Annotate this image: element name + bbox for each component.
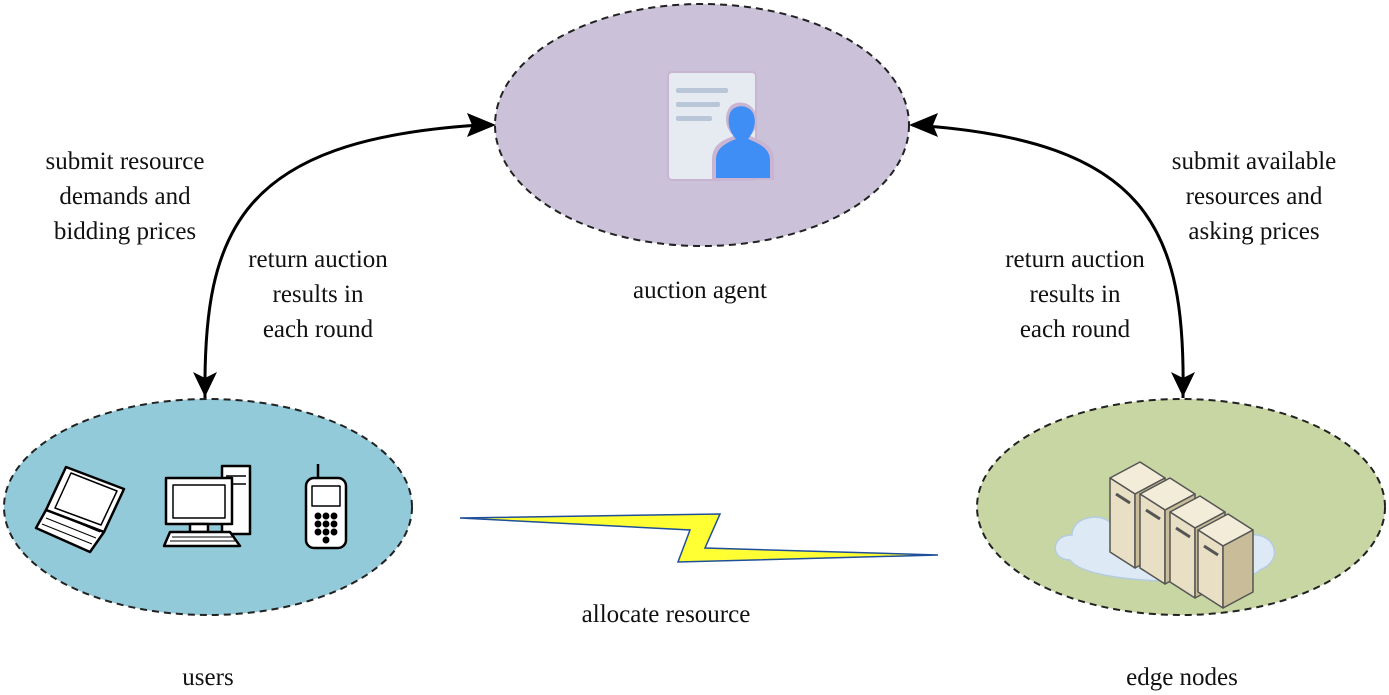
document-person-icon bbox=[667, 71, 774, 181]
return-results-right-text: return auction results in each round bbox=[1005, 246, 1145, 343]
users-agent-arrow bbox=[203, 123, 481, 399]
submit-bids-text: submit resource demands and bidding pric… bbox=[45, 148, 205, 245]
return-results-left-text: return auction results in each round bbox=[248, 246, 388, 343]
edge-agent-arrow bbox=[911, 123, 1185, 399]
submit-asks-text: submit available resources and asking pr… bbox=[1171, 148, 1337, 245]
agent-left-arrowhead bbox=[467, 113, 496, 137]
server-unit bbox=[1197, 513, 1254, 609]
server-cloud-icon bbox=[1054, 461, 1276, 609]
desktop-computer-icon bbox=[162, 464, 252, 548]
edge-arrowhead bbox=[1171, 372, 1195, 397]
lightning-bolt-icon bbox=[459, 513, 939, 563]
auction-agent-label: auction agent bbox=[633, 277, 767, 304]
users-arrowhead bbox=[193, 372, 217, 397]
edge-nodes-label: edge nodes bbox=[1126, 664, 1238, 691]
allocate-resource-label: allocate resource bbox=[581, 601, 751, 628]
agent-right-arrowhead bbox=[909, 113, 938, 137]
users-label: users bbox=[182, 664, 234, 691]
laptop-icon bbox=[34, 465, 126, 554]
mobile-phone-icon bbox=[304, 464, 348, 550]
